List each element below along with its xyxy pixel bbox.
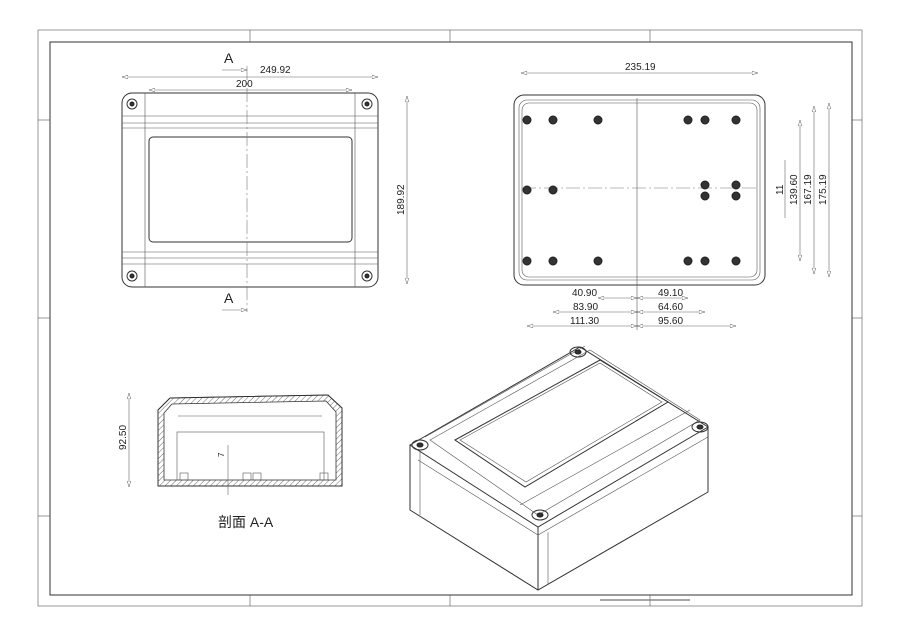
screw-icon: [361, 270, 373, 282]
isometric-view: [409, 345, 709, 591]
section-view: 92.50 7 剖面 A-A: [118, 393, 343, 530]
front-view: A A 249.92 200 189.92: [121, 50, 407, 312]
dim-left-2: 83.90: [573, 302, 598, 313]
dim-hole-spacing: 11: [775, 184, 786, 195]
dim-height: 189.92: [396, 184, 407, 215]
dim-left-1: 40.90: [572, 288, 597, 299]
dim-right-2: 64.60: [658, 302, 683, 313]
dim-right-1: 49.10: [658, 288, 683, 299]
screw-icon: [411, 439, 429, 451]
screw-icon: [126, 270, 138, 282]
dim-overall-width: 249.92: [260, 65, 291, 76]
dim-floor: 7: [217, 452, 226, 457]
dim-height-outer: 175.19: [818, 174, 829, 205]
dim-section-height: 92.50: [118, 425, 129, 450]
section-mark-bottom: A: [224, 290, 234, 306]
screw-icon: [531, 509, 549, 521]
screw-icon: [126, 98, 138, 110]
drawing-frame: [37, 29, 863, 607]
screw-icon: [569, 346, 587, 358]
section-mark-top: A: [224, 50, 234, 66]
dim-inside-width: 235.19: [625, 62, 656, 73]
inside-view: 235.19 175.19 167.19 139.60 11 40.90 83.…: [513, 62, 829, 330]
section-caption: 剖面 A-A: [218, 514, 274, 530]
dim-right-3: 95.60: [658, 316, 683, 327]
screw-icon: [691, 421, 709, 433]
dim-left-3: 111.30: [570, 316, 600, 327]
dim-height-holes: 139.60: [789, 174, 800, 205]
screw-icon: [361, 98, 373, 110]
dim-height-mid: 167.19: [803, 174, 814, 205]
dim-inner-width: 200: [236, 79, 253, 90]
